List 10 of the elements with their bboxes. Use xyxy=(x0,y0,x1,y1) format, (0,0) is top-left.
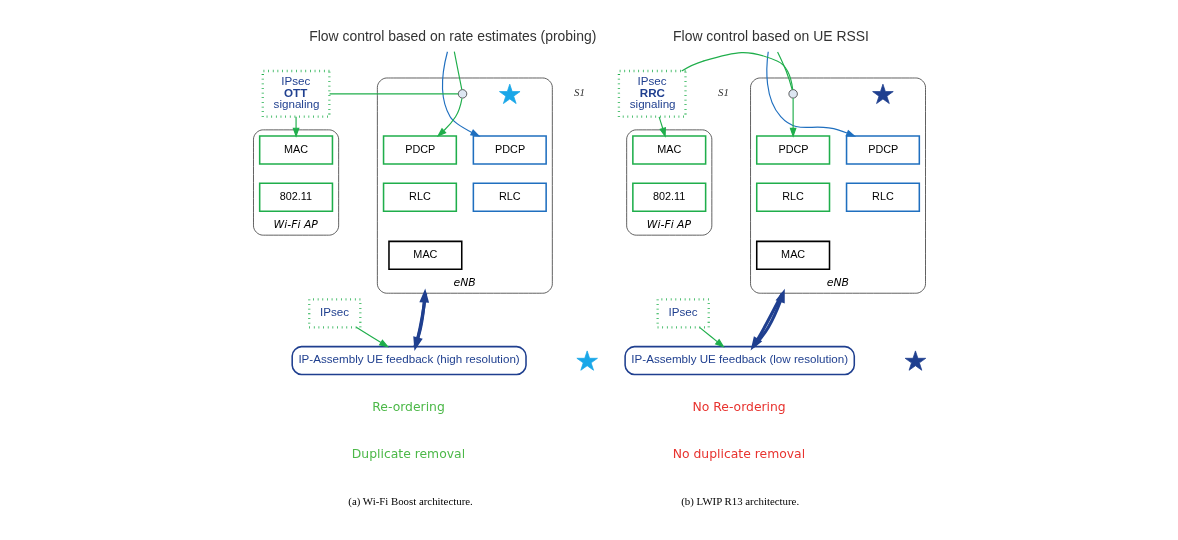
label: (a) Wi-Fi Boost architecture. xyxy=(347,495,473,508)
node-text: Flow control based on UE RSSI xyxy=(672,28,869,45)
node-text: Flow control based on rate estimates (probing) xyxy=(308,28,596,45)
label: S1 xyxy=(573,85,585,98)
label: No duplicate removal xyxy=(672,446,805,461)
label: (b) LWIP R13 architecture. xyxy=(680,495,799,508)
label: Duplicate removal xyxy=(351,446,465,461)
label: Re-ordering xyxy=(371,399,445,414)
label: S1 xyxy=(717,85,729,98)
label: No Re-ordering xyxy=(691,399,786,414)
